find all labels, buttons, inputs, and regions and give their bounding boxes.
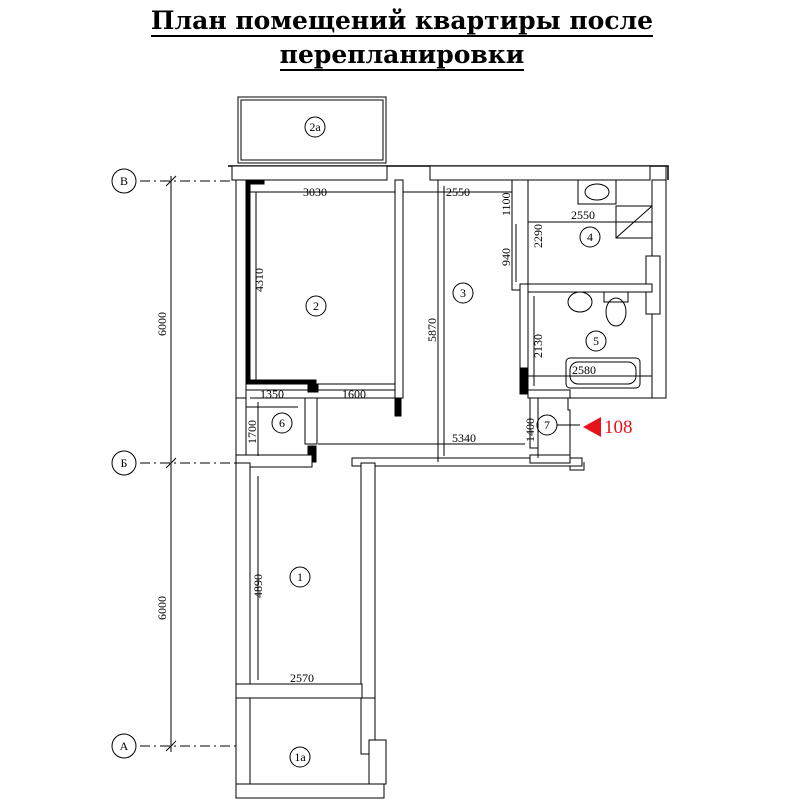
plan-title-line1: План помещений квартиры после bbox=[150, 6, 654, 37]
dim-1700: 1700 bbox=[245, 420, 259, 444]
room-label-3: 3 bbox=[460, 286, 466, 300]
sink-5 bbox=[567, 291, 593, 313]
toilet-5 bbox=[605, 297, 627, 327]
room-label-6: 6 bbox=[279, 416, 285, 430]
room-label-5: 5 bbox=[593, 334, 599, 348]
apartment-marker-arrow-icon bbox=[583, 417, 601, 437]
dim-1350: 1350 bbox=[260, 387, 284, 401]
apartment-number: 108 bbox=[604, 417, 633, 438]
axis-span-upper: 6000 bbox=[155, 312, 169, 336]
room-circle-3 bbox=[452, 282, 474, 304]
dim-2290: 2290 bbox=[531, 224, 545, 248]
dim-2550-top: 2550 bbox=[446, 185, 470, 199]
room-label-2a: 2а bbox=[309, 120, 321, 134]
plan-title: План помещений квартиры после перепланир… bbox=[0, 4, 804, 72]
room-label-2: 2 bbox=[313, 299, 319, 313]
balcony-2a bbox=[237, 96, 387, 164]
axis-label-b: Б bbox=[121, 456, 128, 470]
dim-4890: 4890 bbox=[251, 574, 265, 598]
axis-label-v: В bbox=[120, 174, 128, 188]
sink-4 bbox=[577, 179, 617, 205]
room-label-4: 4 bbox=[587, 230, 593, 244]
room-circle-4 bbox=[579, 226, 601, 248]
dim-2580: 2580 bbox=[572, 363, 596, 377]
room-circle-6 bbox=[271, 412, 293, 434]
room-circle-2a bbox=[304, 116, 326, 138]
axis-bubble-a bbox=[111, 733, 137, 759]
dim-940: 940 bbox=[499, 248, 513, 266]
axis-bubble-b bbox=[111, 450, 137, 476]
dim-2570: 2570 bbox=[290, 671, 314, 685]
room-circle-2 bbox=[305, 295, 327, 317]
dim-1600: 1600 bbox=[342, 387, 366, 401]
dim-1400: 1400 bbox=[523, 418, 537, 442]
room-label-1: 1 bbox=[297, 570, 303, 584]
room-label-7: 7 bbox=[544, 418, 550, 432]
plan-title-line2: перепланировки bbox=[279, 40, 525, 71]
dim-5340: 5340 bbox=[452, 431, 476, 445]
dim-4310: 4310 bbox=[252, 268, 266, 292]
dim-1100: 1100 bbox=[499, 192, 513, 216]
axis-span-lower: 6000 bbox=[155, 596, 169, 620]
axis-bubble-v bbox=[111, 168, 137, 194]
room-circle-1 bbox=[289, 566, 311, 588]
dim-3030: 3030 bbox=[303, 185, 327, 199]
room-label-1a: 1а bbox=[294, 750, 306, 764]
dim-2550-room4: 2550 bbox=[571, 208, 595, 222]
bathtub-5 bbox=[565, 357, 641, 389]
axis-label-a: А bbox=[120, 739, 129, 753]
dim-2130: 2130 bbox=[531, 334, 545, 358]
room-circle-5 bbox=[585, 330, 607, 352]
room-circle-1a bbox=[289, 746, 311, 768]
dim-5870: 5870 bbox=[425, 318, 439, 342]
